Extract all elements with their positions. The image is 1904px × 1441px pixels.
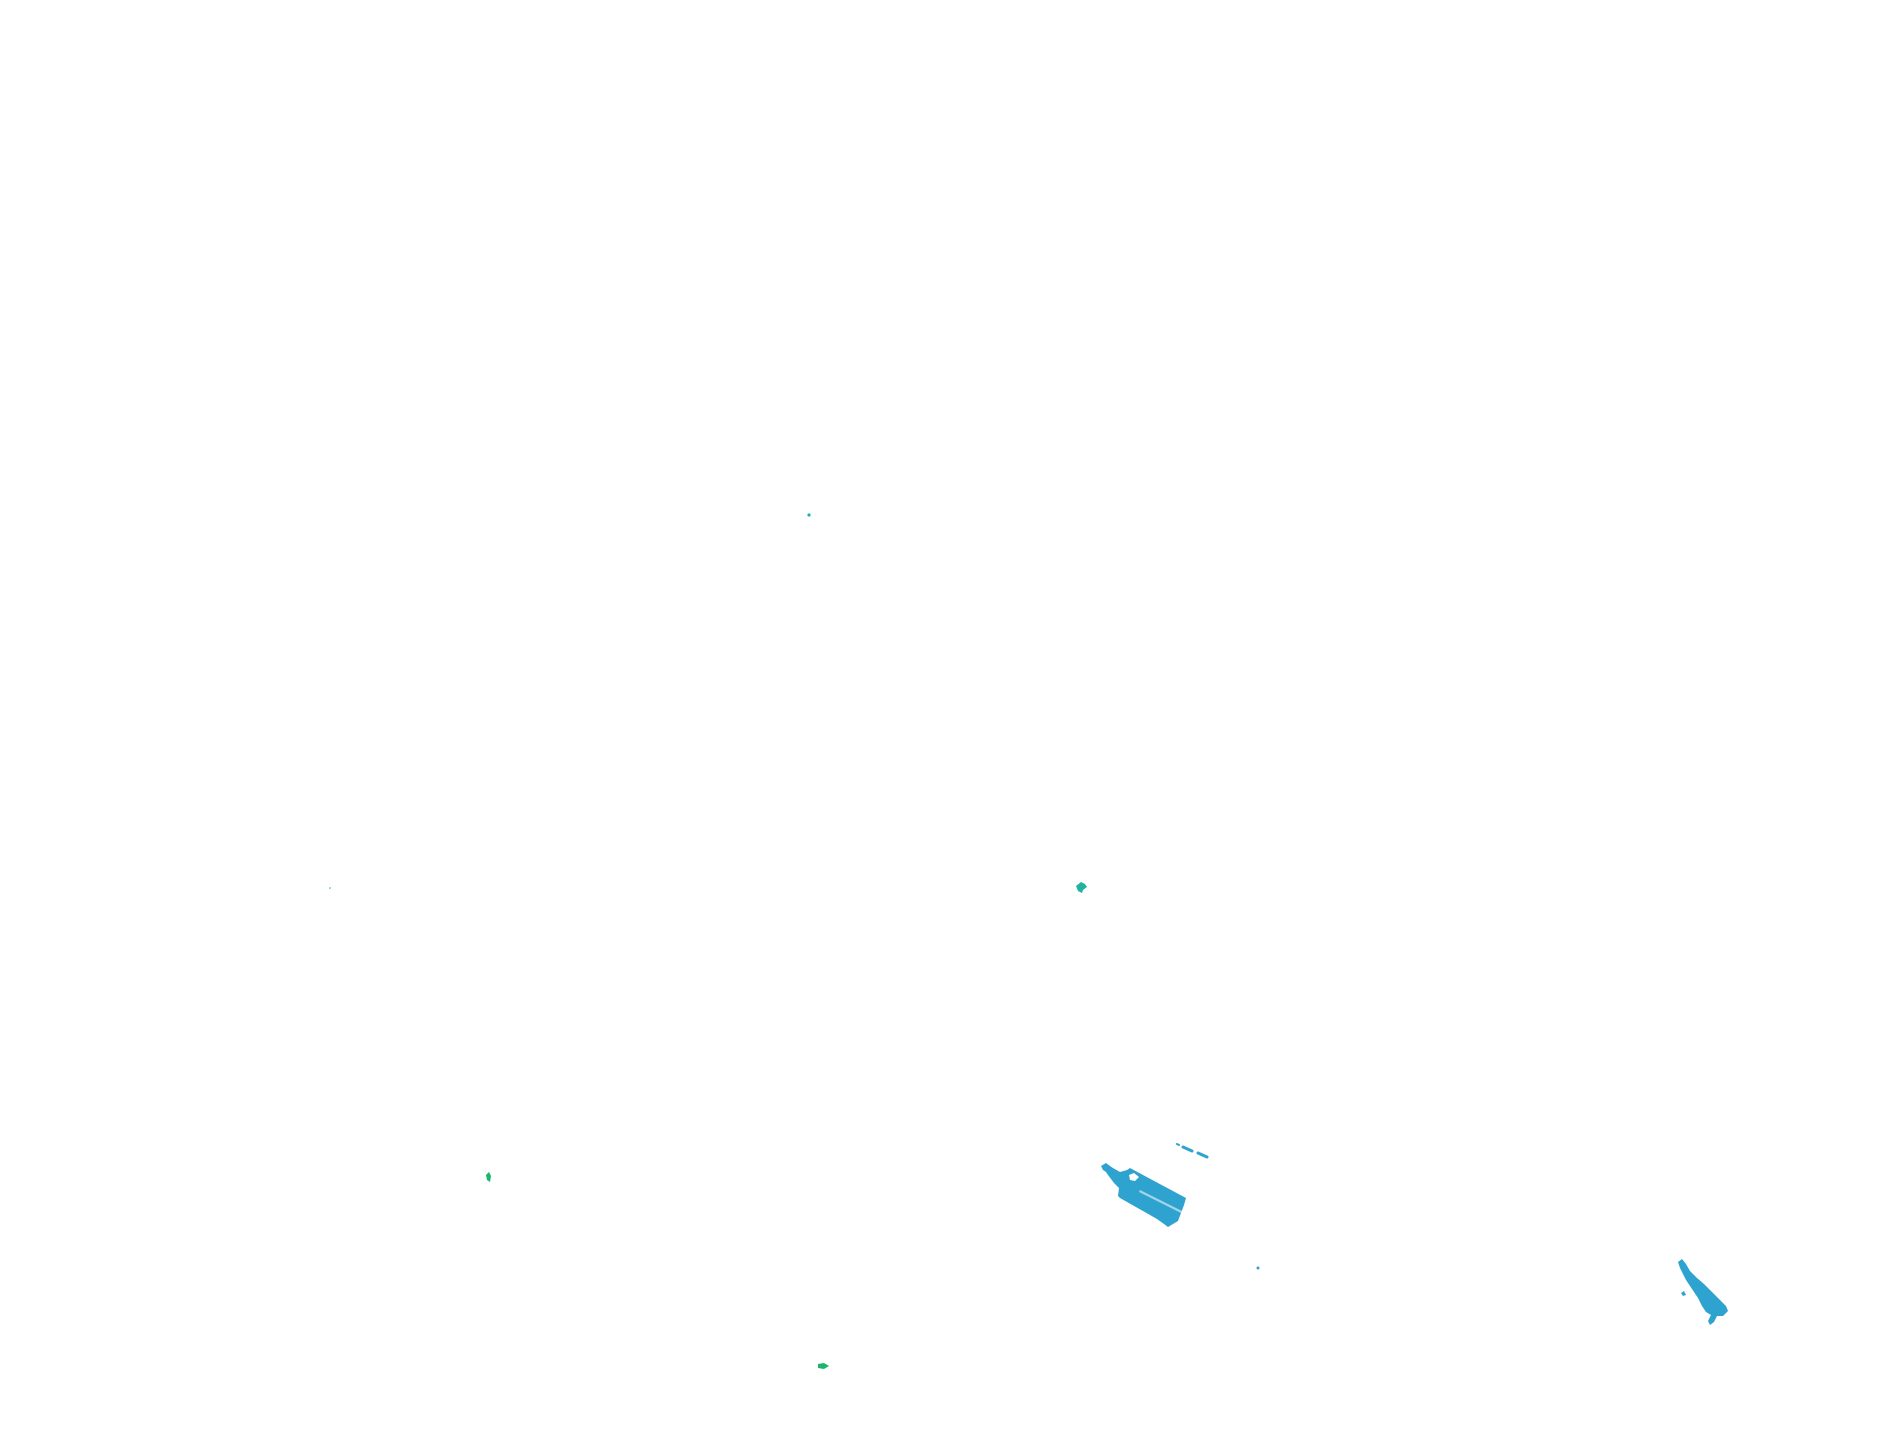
- map-feature-patch-center: [1076, 882, 1087, 893]
- map-feature-dot-small: [1256, 1266, 1260, 1270]
- map-feature-large-rectangle-shape: [1101, 1163, 1186, 1227]
- map-feature-dash-strip: [1176, 1143, 1209, 1159]
- map-feature-speck-b: [329, 887, 331, 889]
- map-feature-patch-left: [486, 1172, 491, 1182]
- map-feature-patch-bottom: [818, 1363, 829, 1369]
- map-feature-diagonal-strip-right: [1678, 1259, 1728, 1325]
- map-feature-speck-a: [807, 513, 811, 517]
